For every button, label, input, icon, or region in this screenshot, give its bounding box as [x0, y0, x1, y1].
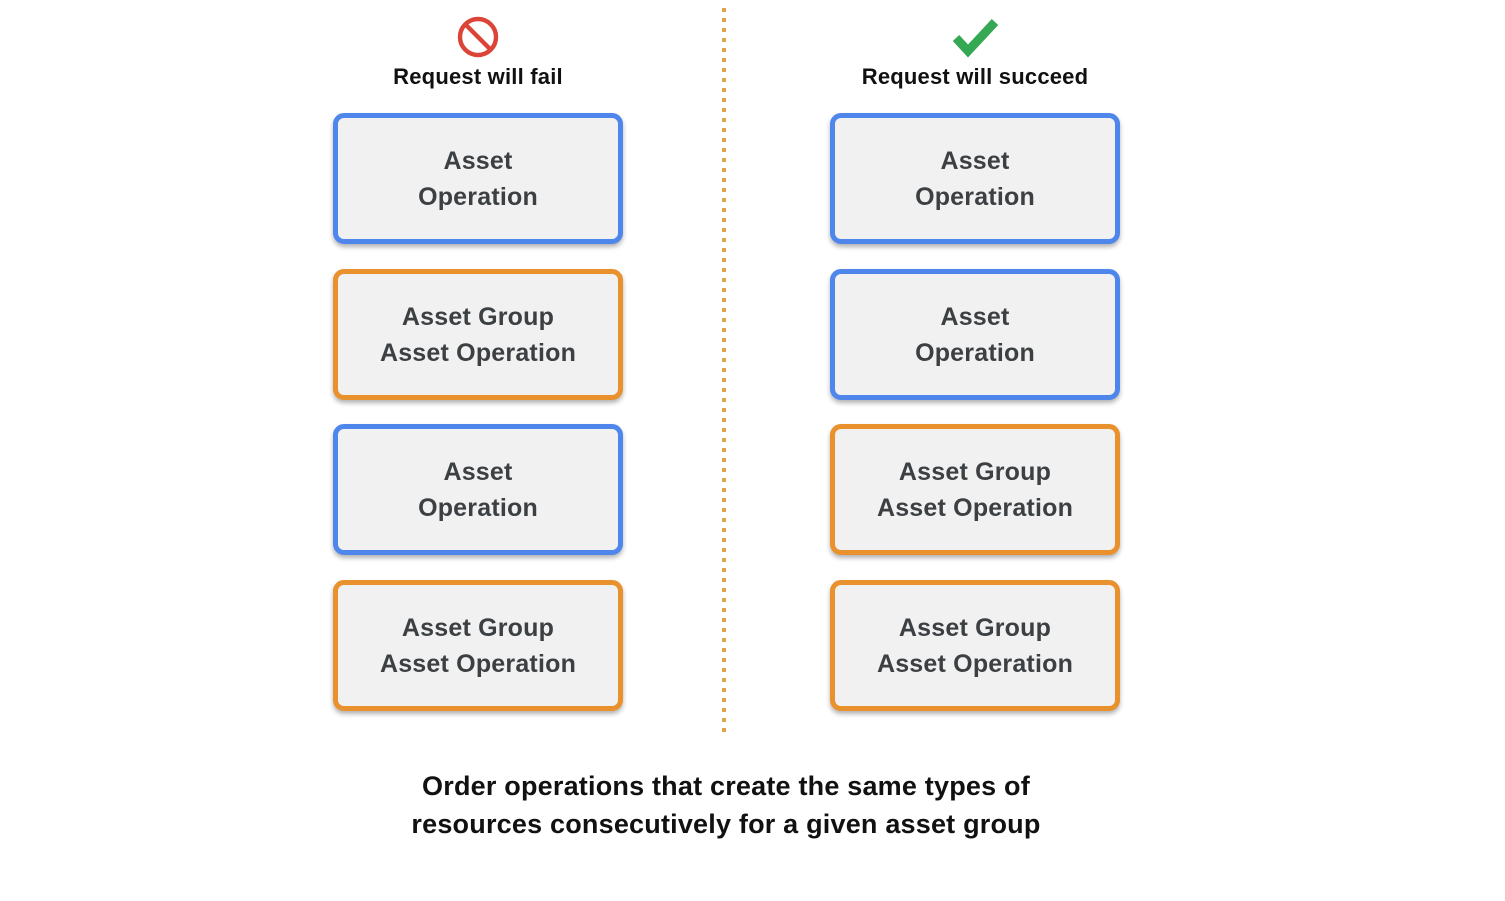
box-label-line: Asset Operation: [379, 338, 577, 367]
box-label-line: Operation: [915, 182, 1035, 211]
box-label-line: Asset Group: [898, 457, 1052, 486]
box-label-line: Asset Operation: [379, 649, 577, 678]
asset-group-asset-operation-box: Asset Group Asset Operation: [333, 580, 623, 711]
succeed-column-header: Request will succeed: [830, 12, 1120, 90]
checkmark-icon: [830, 12, 1120, 62]
diagram-caption: Order operations that create the same ty…: [0, 767, 1452, 843]
box-label-line: Asset: [940, 146, 1010, 175]
box-label-line: Asset Group: [401, 613, 555, 642]
box-label-line: Asset: [443, 457, 513, 486]
fail-column-header: Request will fail: [333, 12, 623, 90]
column-divider: [722, 8, 726, 736]
box-label-line: Operation: [915, 338, 1035, 367]
succeed-header-label: Request will succeed: [861, 64, 1089, 89]
box-label-line: Asset: [940, 302, 1010, 331]
box-label-line: Asset Operation: [876, 493, 1074, 522]
asset-group-asset-operation-box: Asset Group Asset Operation: [333, 269, 623, 400]
caption-line: resources consecutively for a given asse…: [411, 809, 1041, 839]
box-label-line: Asset Operation: [876, 649, 1074, 678]
box-label-line: Operation: [418, 493, 538, 522]
asset-operation-box: Asset Operation: [333, 424, 623, 555]
box-label-line: Asset Group: [898, 613, 1052, 642]
asset-operation-box: Asset Operation: [333, 113, 623, 244]
asset-group-asset-operation-box: Asset Group Asset Operation: [830, 424, 1120, 555]
asset-operation-box: Asset Operation: [830, 269, 1120, 400]
box-label-line: Operation: [418, 182, 538, 211]
caption-line: Order operations that create the same ty…: [422, 771, 1030, 801]
asset-operation-box: Asset Operation: [830, 113, 1120, 244]
box-label-line: Asset Group: [401, 302, 555, 331]
box-label-line: Asset: [443, 146, 513, 175]
asset-group-asset-operation-box: Asset Group Asset Operation: [830, 580, 1120, 711]
fail-header-label: Request will fail: [393, 64, 563, 89]
prohibited-icon: [333, 12, 623, 62]
